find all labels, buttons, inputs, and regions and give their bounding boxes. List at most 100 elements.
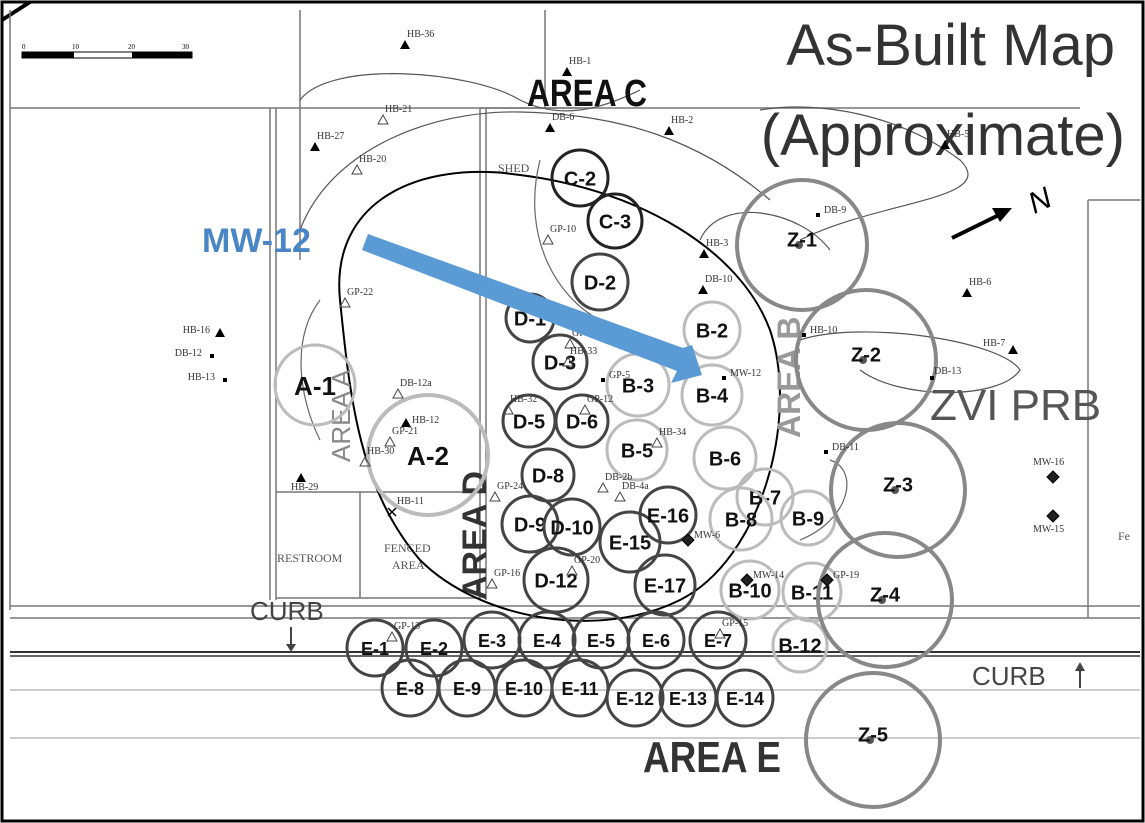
sample-point-label-gp-12: GP-12 xyxy=(587,394,613,405)
sample-point-marker-hb-11 xyxy=(387,507,397,517)
sample-point-label-hb-29: HB-29 xyxy=(291,482,318,493)
corner-line xyxy=(0,0,32,22)
map-title-line1: As-Built Map xyxy=(786,13,1115,78)
cell-label-z-5: Z-5 xyxy=(858,725,888,747)
sample-point-label-hb-16: HB-16 xyxy=(183,325,210,336)
cell-label-e-3: E-3 xyxy=(478,631,506,651)
cell-label-d-9: D-9 xyxy=(514,515,546,537)
cell-label-b-8: B-8 xyxy=(725,510,757,532)
sample-point-marker-hb-33 xyxy=(562,355,574,367)
cell-label-a-2: A-2 xyxy=(407,441,449,471)
sample-point-marker-db-12 xyxy=(210,354,214,358)
cell-label-b-11: B-11 xyxy=(791,583,833,605)
cell-circle-c-2 xyxy=(550,148,610,208)
cell-circle-d-6 xyxy=(554,393,610,449)
cell-label-a-1: A-1 xyxy=(294,371,336,401)
cell-circle-d-3 xyxy=(531,333,589,391)
sample-point-marker-db-2b xyxy=(597,481,609,493)
sample-point-label-gp-22: GP-22 xyxy=(347,287,373,298)
sample-point-marker-hb-27 xyxy=(310,142,320,151)
sample-point-label-db-2b: DB-2b xyxy=(605,472,632,483)
sample-point-marker-gp-13 xyxy=(386,630,398,642)
sample-point-marker-hb-12 xyxy=(401,418,411,427)
cell-label-b-9: B-9 xyxy=(792,509,824,531)
sample-point-marker-db-10 xyxy=(698,285,708,294)
zvi-prb-label: ZVI PRB xyxy=(930,381,1101,430)
sample-point-label-hb-3: HB-3 xyxy=(706,238,728,249)
sample-point-label-hb-11: HB-11 xyxy=(397,496,424,507)
cell-circle-b-10 xyxy=(719,559,781,621)
cell-circle-b-4 xyxy=(680,363,744,427)
sample-point-marker-db-6 xyxy=(545,123,555,132)
sample-point-label-hb-10: HB-10 xyxy=(810,325,837,336)
cell-label-z-2: Z-2 xyxy=(851,345,881,367)
cell-circle-z-1 xyxy=(735,178,869,312)
cell-label-z-3: Z-3 xyxy=(883,475,913,497)
cell-circle-e-6 xyxy=(626,610,686,670)
plume-contours xyxy=(299,73,1021,622)
cell-circle-b-6 xyxy=(692,425,758,491)
area-c-label: AREA C xyxy=(527,73,647,115)
cell-label-e-5: E-5 xyxy=(587,631,615,651)
cell-circle-b-2 xyxy=(682,300,742,360)
fenced-area-label-2: AREA xyxy=(392,558,425,572)
cell-label-d-6: D-6 xyxy=(566,412,598,434)
sample-point-label-hb-27: HB-27 xyxy=(317,131,344,142)
cell-label-b-10: B-10 xyxy=(728,581,771,603)
sample-point-marker-mw-6 xyxy=(681,533,695,547)
sample-point-label-hb-34: HB-34 xyxy=(659,427,686,438)
cell-label-c-3: C-3 xyxy=(599,212,631,234)
cell-circle-e-4 xyxy=(517,610,577,670)
cell-label-d-8: D-8 xyxy=(532,466,564,488)
cell-label-b-12: B-12 xyxy=(778,636,821,658)
sample-point-marker-gp-16 xyxy=(486,577,498,589)
cell-center-z-5 xyxy=(866,736,874,744)
cell-label-b-2: B-2 xyxy=(696,321,728,343)
cell-label-e-10: E-10 xyxy=(505,679,543,699)
sample-point-marker-gp-19 xyxy=(820,573,834,587)
sample-point-label-hb-12: HB-12 xyxy=(412,415,439,426)
sample-point-marker-gp-20 xyxy=(566,564,578,576)
sample-point-marker-gp-12 xyxy=(579,403,591,415)
cell-label-c-2: C-2 xyxy=(564,169,596,191)
cell-label-e-14: E-14 xyxy=(726,689,764,709)
map-title-line2: (Approximate) xyxy=(761,103,1125,168)
cell-center-z-4 xyxy=(878,596,886,604)
cell-label-e-12: E-12 xyxy=(616,689,654,709)
sample-point-marker-hb-5 xyxy=(940,140,950,149)
cell-label-z-1: Z-1 xyxy=(787,230,817,252)
sample-point-marker-db-4a xyxy=(614,490,626,502)
sample-point-marker-gp-24 xyxy=(489,490,501,502)
sample-point-label-mw-12: MW-12 xyxy=(730,368,761,379)
sample-point-label-db-12: DB-12 xyxy=(175,348,202,359)
edge-label: Fe xyxy=(1118,529,1130,543)
sample-point-label-hb-32: HB-32 xyxy=(510,394,537,405)
sample-point-marker-gp-22 xyxy=(339,296,351,308)
sample-point-label-gp-20: GP-20 xyxy=(574,555,600,566)
sample-point-label-gp-15: GP-15 xyxy=(722,618,748,629)
cell-circle-e-14 xyxy=(715,668,775,728)
scale-tick-30: 30 xyxy=(182,43,190,51)
cell-circle-b-8 xyxy=(708,486,774,552)
up-arrow-icon xyxy=(1075,662,1085,688)
sample-point-marker-hb-21 xyxy=(377,113,389,125)
sample-point-marker-hb-29 xyxy=(296,473,306,482)
cell-label-e-15: E-15 xyxy=(609,533,651,555)
sample-point-marker-hb-36 xyxy=(400,40,410,49)
sample-point-label-db-11: DB-11 xyxy=(832,442,859,453)
sample-point-marker-hb-1 xyxy=(562,67,572,76)
sample-point-marker-hb-34 xyxy=(651,436,663,448)
shed-label: SHED xyxy=(498,161,530,175)
sample-point-marker-hb-16 xyxy=(215,328,225,337)
sample-point-marker-hb-20 xyxy=(351,163,363,175)
cell-label-e-6: E-6 xyxy=(642,631,670,651)
callout-arrow-icon xyxy=(362,234,702,383)
restroom-label: RESTROOM xyxy=(277,551,343,565)
sample-point-marker-gp-9 xyxy=(564,337,576,349)
sample-point-marker-hb-7 xyxy=(1008,345,1018,354)
sample-point-marker-mw-16 xyxy=(1046,470,1060,484)
fenced-area-label-1: FENCED xyxy=(384,541,431,555)
